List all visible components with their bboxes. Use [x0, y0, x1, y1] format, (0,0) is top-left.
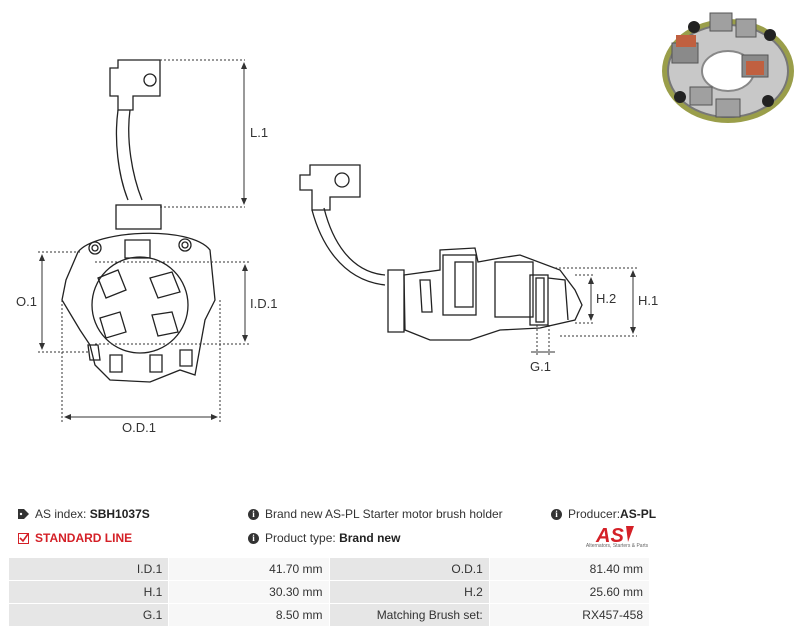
table-row: I.D.1 41.70 mm O.D.1 81.40 mm [7, 557, 651, 581]
product-type-label: Product type: [265, 531, 336, 545]
info-icon: i [248, 532, 259, 544]
spec-value: 8.50 mm [168, 603, 330, 627]
product-type-row: i Product type: Brand new [248, 531, 400, 545]
specs-table: I.D.1 41.70 mm O.D.1 81.40 mm H.1 30.30 … [7, 557, 651, 627]
table-row: H.1 30.30 mm H.2 25.60 mm [7, 580, 651, 604]
side-view-drawing [299, 164, 583, 341]
dim-label-o1: O.1 [16, 294, 37, 309]
dim-label-l1: L.1 [250, 125, 268, 140]
spec-value: 81.40 mm [488, 557, 651, 581]
dim-label-g1: G.1 [530, 359, 551, 374]
top-view-drawing [61, 59, 216, 383]
product-type-value: Brand new [339, 531, 401, 545]
spec-label: O.D.1 [328, 557, 490, 581]
spec-label: H.2 [328, 580, 490, 604]
product-info: AS index: SBH1037S STANDARD LINE i Brand… [0, 500, 800, 558]
as-index-row: AS index: SBH1037S [18, 507, 150, 521]
spec-value: 41.70 mm [168, 557, 330, 581]
spec-label: H.1 [7, 580, 170, 604]
standard-line-label: STANDARD LINE [35, 531, 133, 545]
checkbox-icon [18, 532, 29, 544]
info-icon: i [248, 508, 259, 520]
producer-label: Producer: [568, 507, 621, 521]
tag-icon [18, 509, 29, 519]
as-index-label: AS index: [35, 507, 87, 521]
spec-value: 25.60 mm [488, 580, 651, 604]
dim-label-id1: I.D.1 [250, 296, 277, 311]
dim-label-h2: H.2 [596, 291, 616, 306]
product-description: Brand new AS-PL Starter motor brush hold… [265, 507, 503, 521]
logo-subtext: Alternators, Starters & Parts [585, 543, 649, 549]
spec-value: RX457-458 [488, 603, 651, 627]
spec-label: G.1 [7, 603, 170, 627]
producer-value: AS-PL [620, 507, 657, 521]
standard-line-row: STANDARD LINE [18, 531, 132, 545]
product-photo [662, 12, 794, 123]
svg-text:AS: AS [595, 525, 624, 547]
info-icon: i [551, 508, 562, 520]
technical-drawing: L.1 O.1 I.D.1 O.D.1 H.1 H.2 G.1 [16, 59, 658, 435]
spec-label: Matching Brush set: [328, 603, 490, 627]
spec-label: I.D.1 [7, 557, 170, 581]
spec-value: 30.30 mm [168, 580, 330, 604]
as-index-value: SBH1037S [89, 507, 150, 521]
as-pl-logo: AS [595, 525, 634, 547]
description-row: i Brand new AS-PL Starter motor brush ho… [248, 507, 503, 521]
dim-label-h1: H.1 [638, 293, 658, 308]
producer-row: i Producer: AS-PL [551, 507, 656, 521]
dim-label-od1: O.D.1 [122, 420, 156, 435]
table-row: G.1 8.50 mm Matching Brush set: RX457-45… [7, 603, 651, 627]
